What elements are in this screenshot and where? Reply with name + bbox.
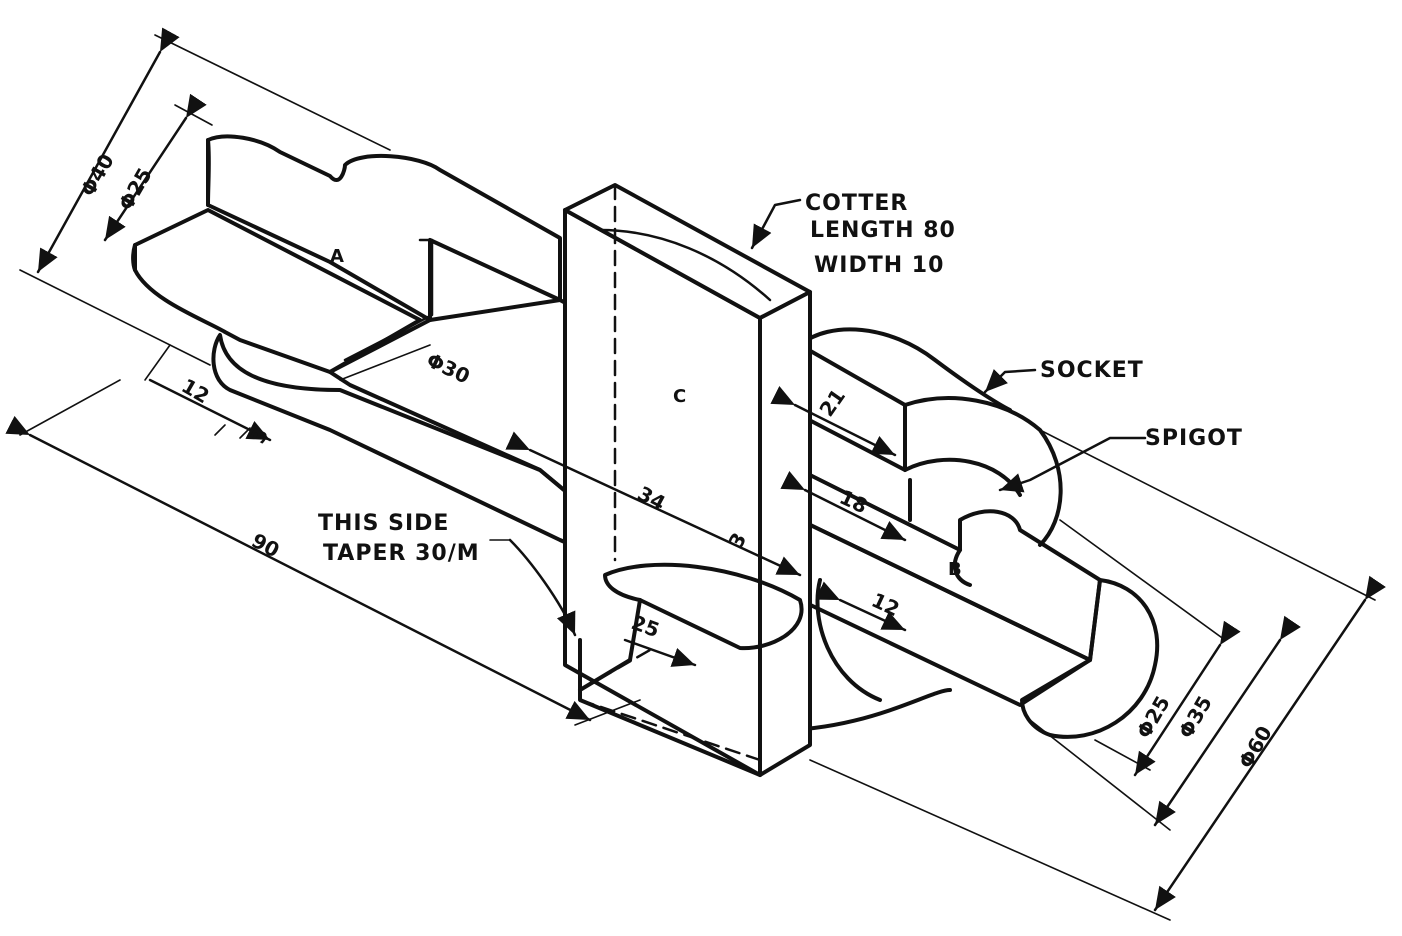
dim-21: 21 xyxy=(814,384,850,421)
dim-d40: Φ40 xyxy=(76,150,119,201)
cotter-label-2: LENGTH 80 xyxy=(810,218,956,243)
dim-90: 90 xyxy=(248,528,284,562)
dim-12-left: 12 xyxy=(178,374,214,409)
spigot-section-slab xyxy=(133,208,422,374)
rod-b-end-section xyxy=(1020,578,1160,739)
taper-label-2: TAPER 30/M xyxy=(323,541,480,566)
spigot-label: SPIGOT xyxy=(1145,426,1243,451)
cotter-label-1: COTTER xyxy=(805,191,908,216)
spigot-rod-a xyxy=(131,134,562,374)
cotter-side-face xyxy=(758,290,812,777)
cotter xyxy=(563,183,812,777)
part-b-label: B xyxy=(948,559,962,580)
cotter-label-3: WIDTH 10 xyxy=(814,253,944,278)
spigot-cut-face xyxy=(206,134,562,322)
dim-3-left: 3 xyxy=(246,423,274,447)
dimension-lines xyxy=(5,27,1386,921)
part-c-label: C xyxy=(673,386,686,407)
dim-d35: Φ35 xyxy=(1174,692,1217,743)
part-a-label: A xyxy=(330,246,344,267)
dim-d60: Φ60 xyxy=(1234,722,1277,773)
dim-d30: Φ30 xyxy=(423,348,474,389)
taper-label-1: THIS SIDE xyxy=(318,511,449,536)
socket-label: SOCKET xyxy=(1040,358,1144,383)
